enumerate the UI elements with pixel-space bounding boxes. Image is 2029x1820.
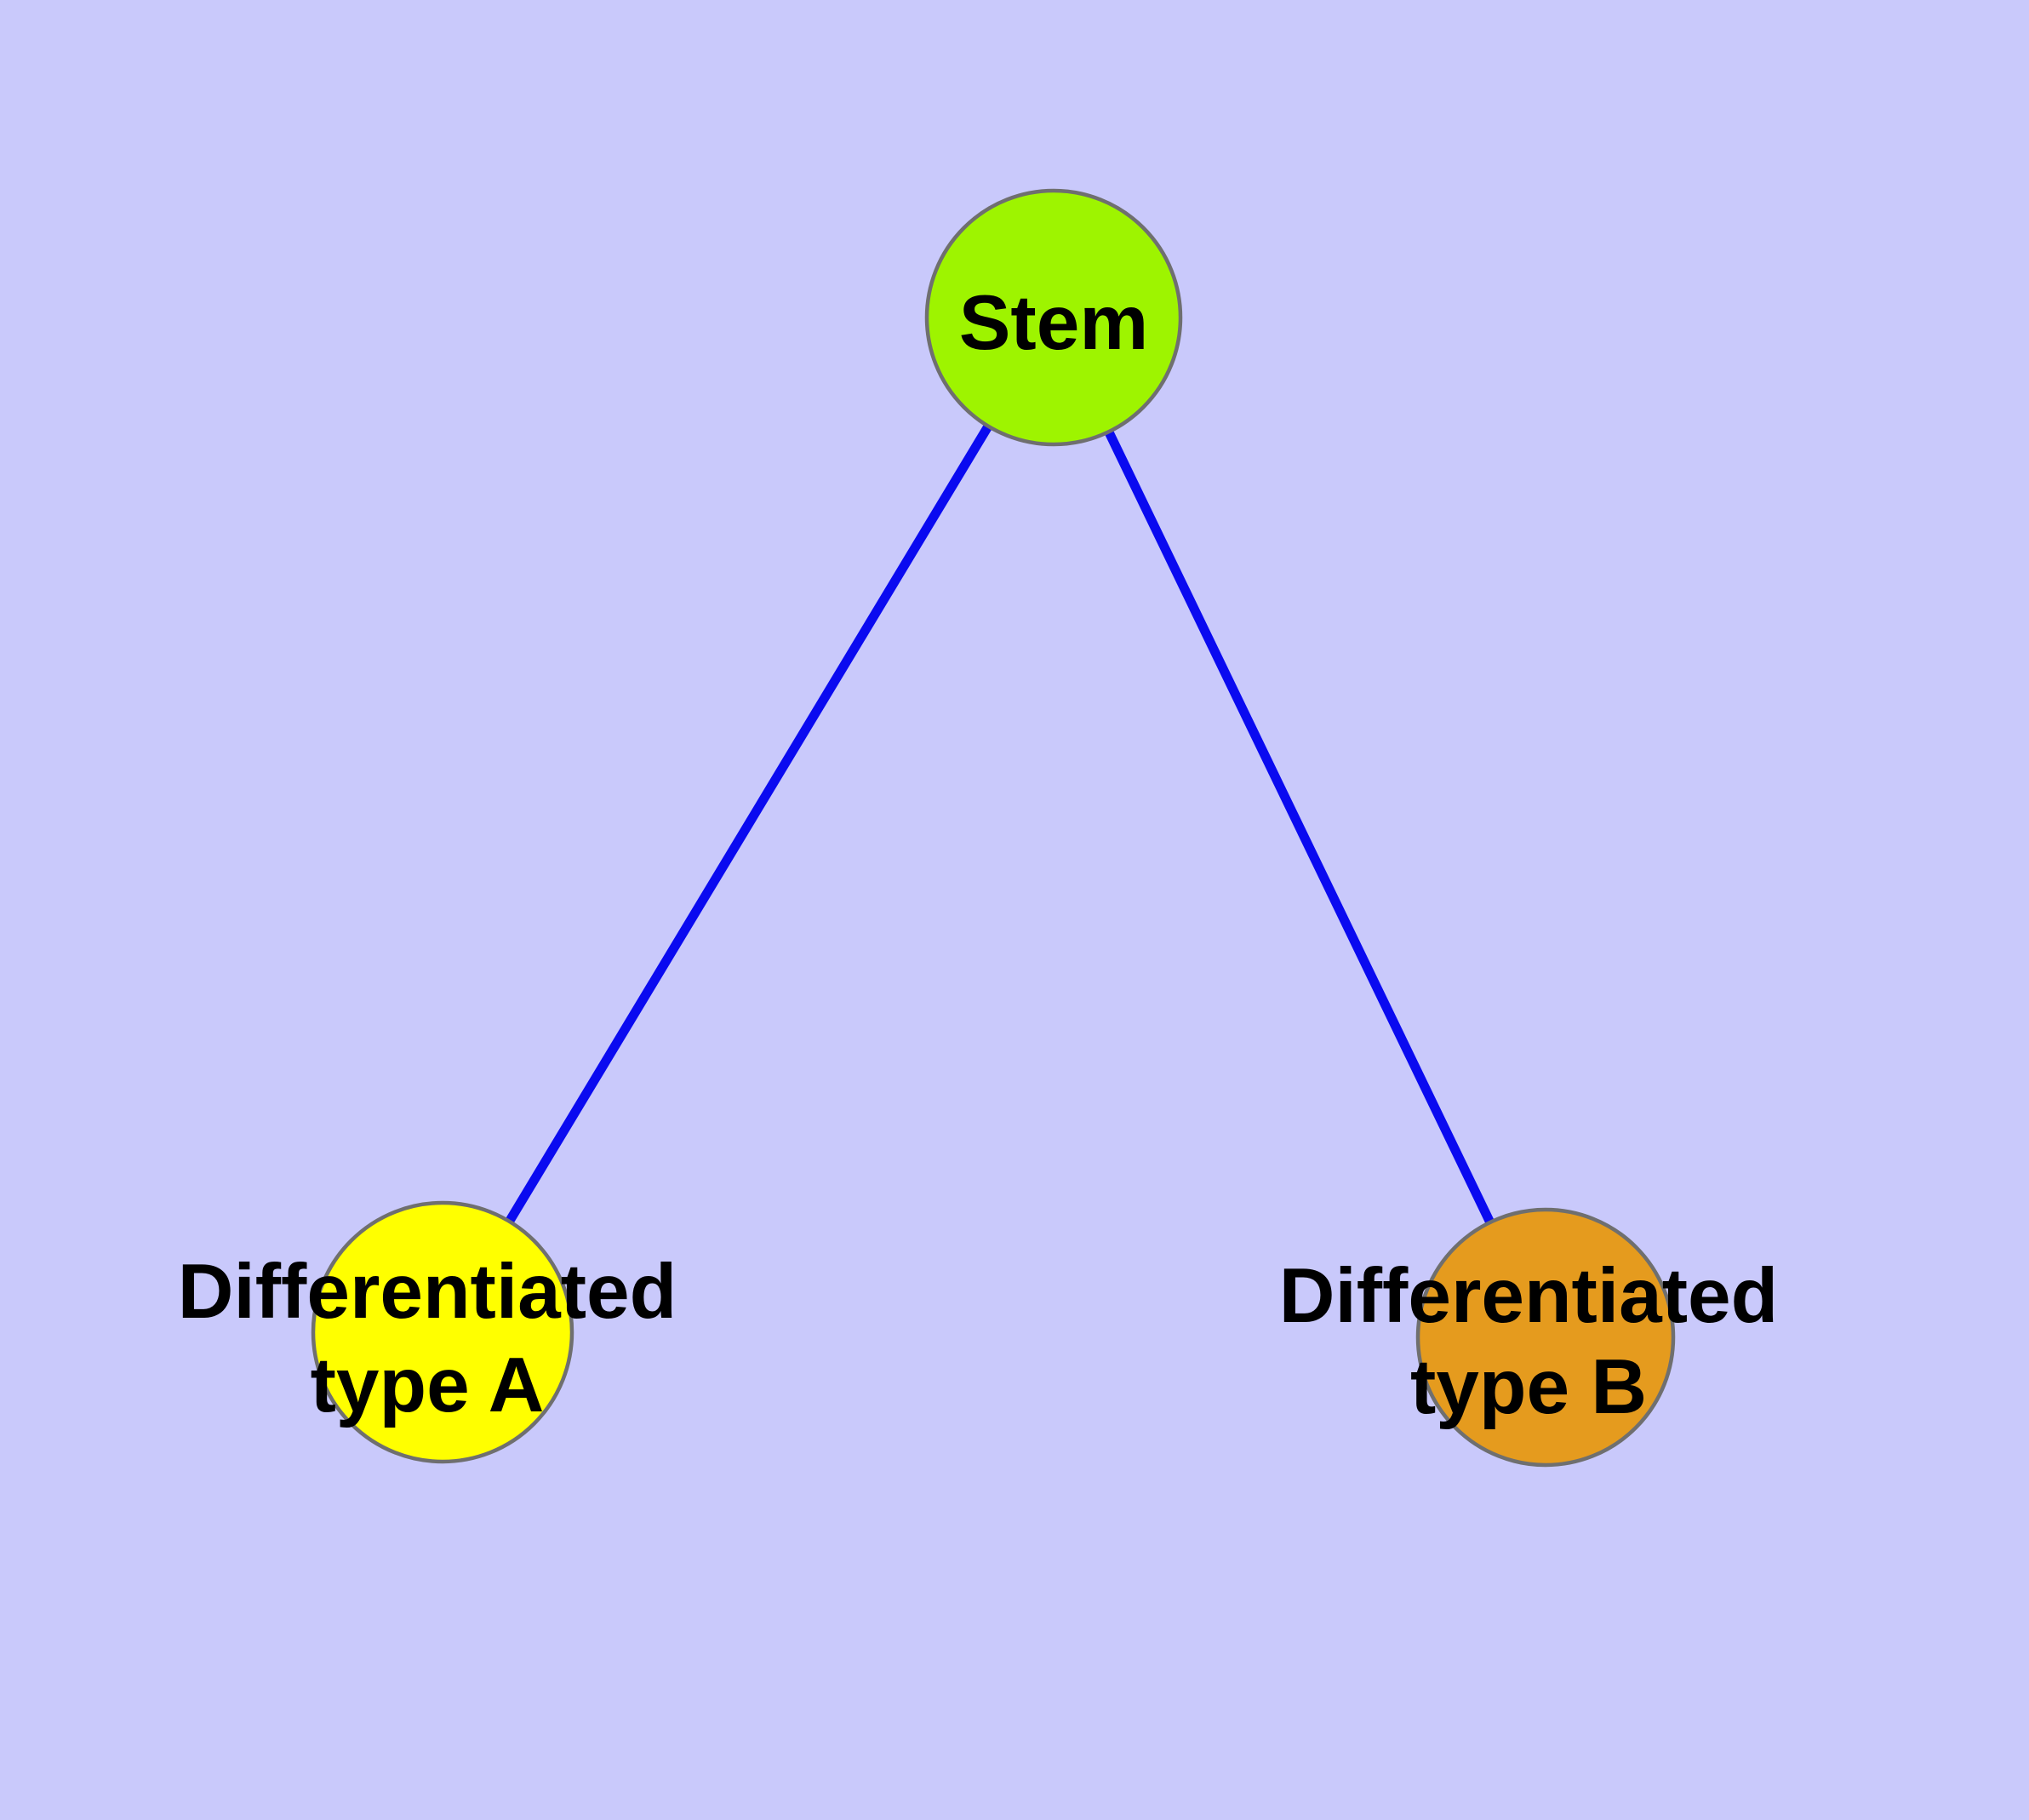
type-a-label-line2: type A: [311, 1342, 545, 1428]
type-b-label-line2: type B: [1410, 1344, 1647, 1430]
type-b-label-line1: Differentiated: [1279, 1253, 1779, 1339]
stem-node: [924, 188, 1183, 447]
type-b-node: [1415, 1207, 1676, 1468]
type-a-node: [311, 1200, 574, 1464]
type-a-label-line1: Differentiated: [178, 1249, 677, 1335]
edge-stem-to-type-a: [438, 315, 1058, 1335]
stem-node-label: Stem: [959, 280, 1149, 366]
edge-stem-to-type-b: [1049, 315, 1550, 1340]
